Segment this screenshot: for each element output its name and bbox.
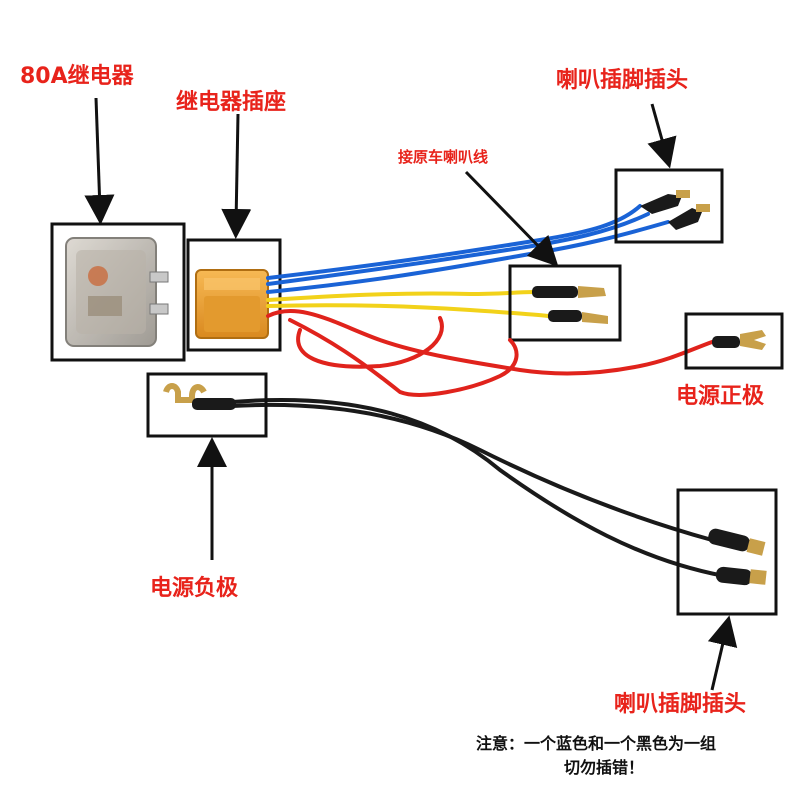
label-horn-plug-bottom: 喇叭插脚插头	[614, 692, 747, 717]
label-relay-socket: 继电器插座	[176, 90, 287, 115]
label-relay-80a: 80A继电器	[20, 64, 134, 89]
pointer-arrows	[84, 97, 738, 691]
arrow-horn-plug-bottom-icon	[707, 615, 738, 691]
red-wire	[266, 309, 714, 397]
relay-socket-highlight-box	[186, 238, 282, 352]
label-connect-original-horn-wire: 接原车喇叭线	[398, 148, 489, 166]
horn-plug-connectors-top-icon	[640, 190, 710, 230]
relay-highlight-box	[50, 222, 186, 362]
label-power-negative: 电源负极	[150, 576, 239, 601]
arrow-original-horn-wire-icon	[464, 170, 559, 267]
power-negative-highlight-box	[146, 372, 268, 438]
horn-plug-connectors-bottom-icon	[708, 528, 767, 586]
arrow-relay-socket-icon	[221, 113, 252, 239]
horn-plug-top-highlight-box	[614, 168, 724, 244]
arrow-relay-icon	[84, 97, 115, 225]
original-horn-wire-terminals-icon	[532, 286, 608, 324]
power-positive-terminal-icon	[712, 330, 766, 350]
original-horn-wire-highlight-box	[508, 264, 622, 342]
label-power-positive: 电源正极	[676, 384, 765, 409]
note-line-1: 注意：一个蓝色和一个黑色为一组	[476, 734, 717, 753]
yellow-wires	[266, 290, 550, 318]
relay-socket-icon	[195, 269, 269, 339]
black-wires	[230, 398, 726, 578]
horn-plug-bottom-highlight-box	[676, 488, 778, 616]
blue-wires	[266, 204, 670, 294]
power-negative-terminal-icon	[163, 383, 236, 410]
arrow-horn-plug-top-icon	[647, 103, 677, 169]
relay-80a-icon	[65, 237, 169, 347]
power-positive-highlight-box	[684, 312, 784, 370]
note-line-2: 切勿插错！	[564, 758, 645, 777]
label-horn-plug-top: 喇叭插脚插头	[556, 68, 689, 93]
